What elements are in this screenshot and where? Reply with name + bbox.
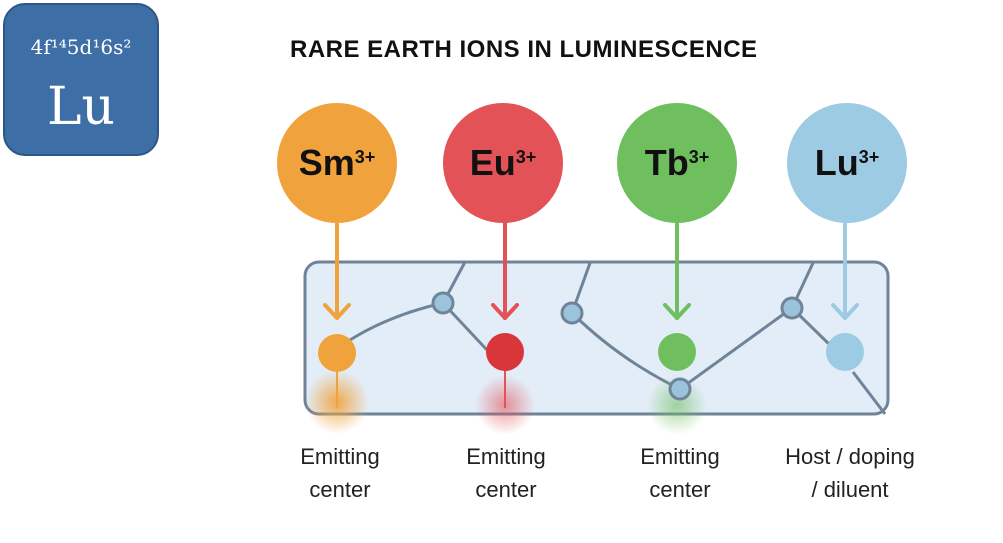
glow-green [647, 375, 707, 435]
diagram-title: RARE EARTH IONS IN LUMINESCENCE [290, 36, 758, 63]
electron-configuration: 4f¹⁴5d¹6s² [30, 35, 132, 59]
dopant-sm [318, 334, 356, 372]
host-crystal-box [303, 260, 890, 416]
dopant-eu [486, 333, 524, 371]
lattice-nodes [431, 291, 804, 401]
label-lu: Host / doping/ diluent [785, 444, 915, 502]
arrows [323, 220, 859, 320]
lutetium-element-tile: 4f¹⁴5d¹6s² Lu [3, 3, 159, 156]
dopant-tb [658, 333, 696, 371]
element-symbol: Lu [46, 77, 116, 137]
dopant-lu [826, 333, 864, 371]
